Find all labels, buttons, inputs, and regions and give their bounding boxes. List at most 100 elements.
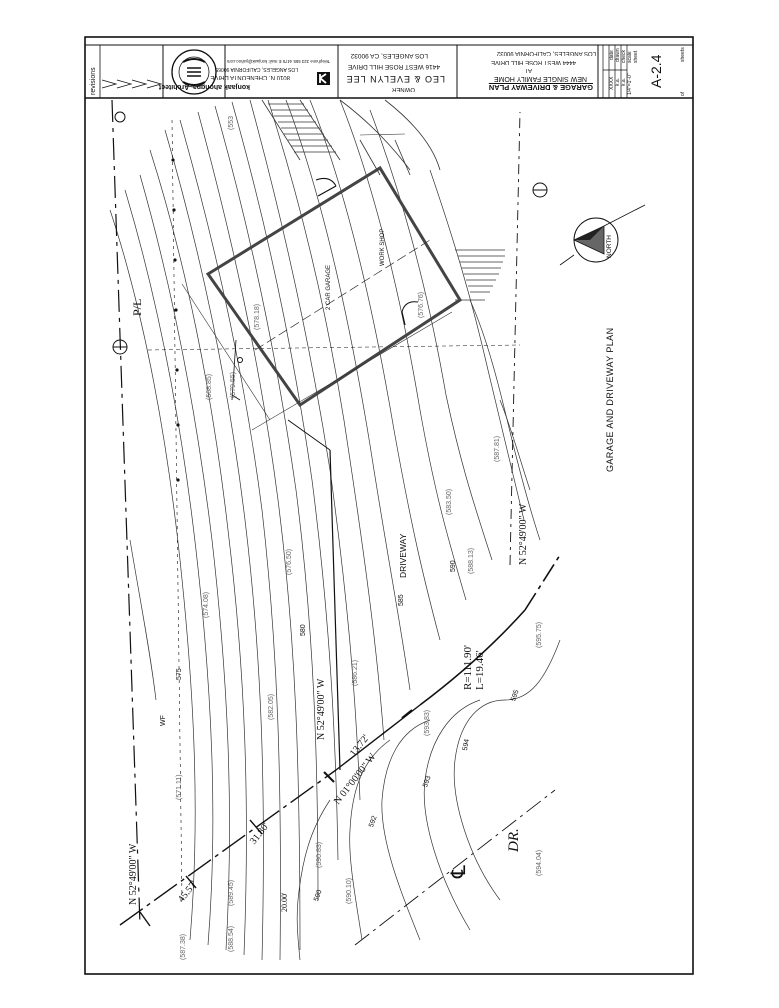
spot-elevation: (571.11) bbox=[176, 774, 183, 800]
spot-elevation: (568.85) bbox=[206, 373, 213, 400]
boundary-curve bbox=[419, 609, 526, 706]
exterior-stair-top bbox=[261, 99, 441, 176]
spot-elevation: (588.54) bbox=[228, 925, 235, 952]
driveway-label: DRIVEWAY bbox=[398, 533, 408, 578]
revision-triangles bbox=[99, 45, 163, 98]
spot-elevation: (576.50) bbox=[286, 548, 293, 575]
contour-line bbox=[296, 799, 331, 961]
owner-city: LOS ANGELES, CA 90032 bbox=[350, 52, 428, 59]
site-plan bbox=[109, 99, 561, 961]
contour-line bbox=[129, 539, 157, 701]
street-centerline bbox=[354, 789, 556, 946]
contour-line bbox=[309, 99, 441, 641]
garage-building bbox=[181, 133, 463, 431]
architect-logo bbox=[317, 72, 330, 85]
fence-post-dots bbox=[171, 158, 180, 482]
spot-elevation: (588.13) bbox=[468, 547, 475, 574]
contour-line bbox=[267, 99, 385, 741]
bearing-middle: N 52°49'00" W bbox=[316, 678, 327, 740]
contour-line bbox=[149, 149, 247, 956]
contour-line bbox=[469, 299, 541, 541]
contour-label: 575 bbox=[176, 668, 183, 680]
spot-elevation: (594.04) bbox=[536, 849, 543, 876]
garage-footprint bbox=[205, 165, 463, 408]
title-block bbox=[85, 44, 693, 99]
sheet-title: GARAGE & DRIVEWAY PLAN bbox=[488, 83, 593, 92]
property-line-left bbox=[111, 99, 141, 926]
contour-line bbox=[197, 111, 301, 951]
project-name: NEW SINGLE FAMILY HOME bbox=[493, 75, 587, 82]
contour-line bbox=[381, 719, 431, 941]
spot-elevation: (590.83) bbox=[316, 841, 323, 868]
spot-elevation: (582.05) bbox=[268, 693, 275, 720]
scale-value: 1/4"=1'-0" bbox=[627, 73, 633, 95]
spot-elevation: (590.10) bbox=[346, 877, 353, 904]
contour-line bbox=[214, 105, 319, 901]
curve-length: L=19.46' bbox=[474, 650, 486, 690]
contour-line bbox=[124, 189, 214, 946]
wf-label: WF bbox=[160, 715, 167, 726]
architect-address: 8010 N. CHENEONTA DRIVE bbox=[210, 74, 290, 80]
door-swing bbox=[315, 178, 337, 187]
contour-line bbox=[423, 699, 481, 931]
contour-line bbox=[139, 174, 230, 951]
owner-name: LEO & EVELYN LEE bbox=[345, 74, 445, 84]
sheet-info-grid bbox=[602, 45, 628, 98]
contour-line bbox=[429, 169, 525, 521]
contour-label: 585 bbox=[398, 594, 405, 606]
project-at: AT bbox=[524, 67, 532, 73]
street-label: DR. bbox=[506, 828, 522, 852]
contour-line bbox=[369, 109, 493, 561]
workshop-label: WORK SHOP bbox=[380, 228, 386, 266]
owner-label: OWNER bbox=[392, 86, 415, 92]
contour-line bbox=[109, 209, 196, 941]
contour-line bbox=[499, 399, 531, 491]
sheet-border bbox=[84, 36, 694, 975]
exterior-stair-right bbox=[455, 249, 505, 301]
property-line-label: P/L bbox=[130, 298, 144, 316]
property-line-bottom bbox=[119, 769, 337, 926]
spot-elevation: (576.76) bbox=[418, 291, 425, 318]
dimension-20: 20.00' bbox=[280, 892, 289, 912]
of-label: of bbox=[680, 91, 686, 96]
section-marker bbox=[112, 111, 548, 363]
spot-elevation: (553 bbox=[228, 115, 235, 130]
contour-line bbox=[349, 739, 391, 941]
spot-elevation: (595.75) bbox=[536, 621, 543, 648]
contour-line bbox=[231, 101, 339, 861]
door-swing bbox=[401, 301, 419, 313]
sheets-label: sheets bbox=[680, 47, 686, 62]
owner-address: 4416 WEST ROSE HILL DRIVE bbox=[347, 63, 440, 70]
contour-label: 590 bbox=[450, 560, 457, 572]
spot-elevation: (587.38) bbox=[180, 933, 187, 960]
north-label: NORTH bbox=[606, 235, 613, 258]
revisions-label: revisions bbox=[90, 67, 97, 95]
bearing-right: N 52°49'00" W bbox=[518, 503, 529, 565]
contour-line bbox=[179, 119, 281, 961]
spot-elevation: (593.83) bbox=[424, 709, 431, 736]
spot-elevation: (589.45) bbox=[228, 879, 235, 906]
north-arrow bbox=[559, 204, 646, 266]
architect-phone: Telephone 323 555 4475 E mail: konjaak@y… bbox=[226, 59, 330, 64]
centerline-symbol: ℄ bbox=[446, 865, 470, 878]
sheet-number: A-2.4 bbox=[648, 54, 664, 88]
spot-elevation: (583.50) bbox=[446, 488, 453, 515]
contour-label: 580 bbox=[300, 624, 307, 636]
spot-elevation: (574.08) bbox=[203, 591, 210, 618]
spot-elevation: (586.21) bbox=[352, 659, 359, 686]
spot-elevation: (579.55) bbox=[230, 371, 237, 398]
architect-seal bbox=[171, 49, 217, 95]
garage-label: 2 CAR GARAGE bbox=[326, 264, 332, 310]
spot-elevation: (587.81) bbox=[494, 435, 501, 462]
spot-elevation: (578.18) bbox=[254, 303, 261, 330]
contour-line bbox=[453, 639, 561, 901]
contour-line bbox=[249, 99, 361, 801]
project-address: 4444 WEST ROSE HILL DRIVE bbox=[490, 59, 576, 65]
property-lines bbox=[111, 99, 561, 946]
sheet-label: sheet bbox=[633, 50, 639, 63]
garage-workshop-divider bbox=[254, 239, 431, 351]
architect-city: LOS ANGELES, CALIFORNIA 90065 bbox=[215, 66, 298, 72]
drawing-title: GARAGE AND DRIVEWAY PLAN bbox=[605, 327, 615, 472]
contour-line bbox=[285, 99, 411, 691]
